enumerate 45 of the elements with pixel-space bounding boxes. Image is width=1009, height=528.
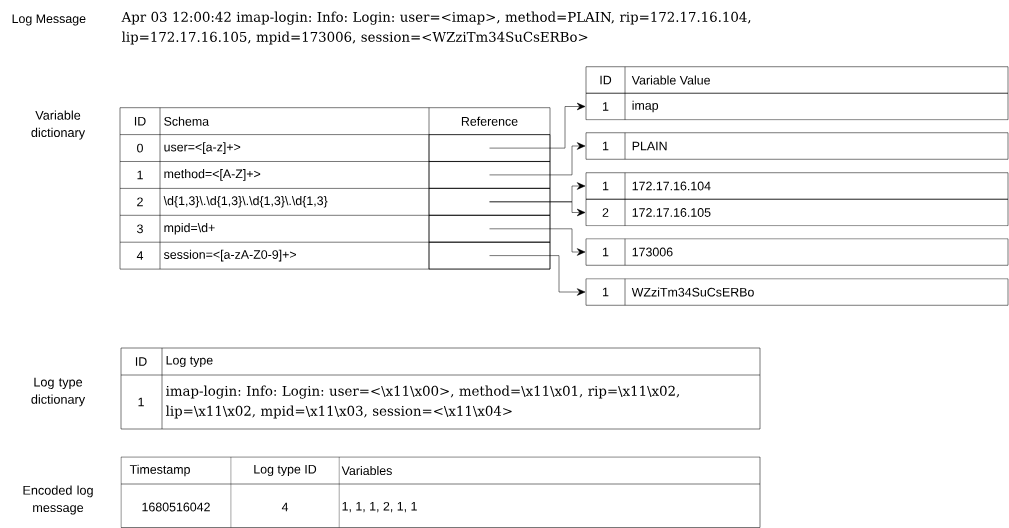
column-header: Schema <box>164 116 210 126</box>
column-header: Log type <box>166 355 213 368</box>
schema-text: method=<[A-Z]+> <box>164 169 261 181</box>
column-header: Variables <box>341 465 392 476</box>
table-row: 1 imap <box>585 92 1009 121</box>
log-message-text: Apr 03 12:00:42 imap-login: Info: Login: user=<imap>, method=PLAIN, rip=172.17.16.104, lip=172.17.16.105, mpid=173006, session=<WZziTm34SuCsERBo> <box>121 11 751 45</box>
table-row: 1 172.17.16.104 <box>585 172 1009 200</box>
arrow <box>489 255 586 296</box>
id-text: 4 <box>136 251 144 260</box>
column-header: Log type ID <box>254 464 317 477</box>
column-header: ID <box>135 357 147 366</box>
cell-text: 4 <box>281 502 289 512</box>
column-header: Timestamp <box>129 464 190 477</box>
section-label: Encoded log message <box>23 485 93 515</box>
reference-cell <box>428 215 551 243</box>
arrow <box>489 102 586 149</box>
section-label: Log type dictionary <box>31 377 86 407</box>
id-text: 3 <box>137 224 143 234</box>
reference-cell <box>428 161 551 189</box>
schema-text: \d{1,3}\.\d{1,3}\.\d{1,3}\.\d{1,3} <box>163 196 328 208</box>
column-header: ID <box>134 116 146 126</box>
schema-text: user=<[a-z]+> <box>164 142 241 154</box>
arrow <box>489 142 586 176</box>
table-row: 1 173006 <box>585 238 1009 266</box>
log-type-text: imap-login: Info: Login: user=<\x11\x00>, method=\x11\x01, rip=\x11\x02, lip=\x11\x02, mpid=\x11\x03, session=<\x11\x04> <box>166 385 679 419</box>
id-text: 2 <box>137 197 143 207</box>
cell-text: 1680516042 <box>142 502 210 512</box>
table-row: 1 WZziTm34SuCsERBo <box>585 278 1009 306</box>
id-text: 0 <box>137 143 143 153</box>
reference-cell <box>428 134 551 162</box>
table-header: ID Variable Value <box>585 66 1009 94</box>
table-row: 2 172.17.16.105 <box>585 198 1009 227</box>
cell-text: 1, 1, 1, 2, 1, 1 <box>342 501 417 513</box>
arrow <box>489 201 586 217</box>
arrow <box>489 228 586 256</box>
id-text: 1 <box>137 170 143 180</box>
reference-cell <box>428 241 551 270</box>
section-label: Variable dictionary <box>31 110 86 140</box>
heading-label: Log Message <box>12 14 86 26</box>
column-header: Reference <box>461 116 518 126</box>
schema-text: mpid=\d+ <box>164 223 215 235</box>
schema-text: session=<[a-zA-Z0-9]+> <box>163 249 296 262</box>
table-row: 1 PLAIN <box>585 132 1009 160</box>
reference-cell <box>428 188 551 216</box>
id-text: 1 <box>138 397 144 407</box>
